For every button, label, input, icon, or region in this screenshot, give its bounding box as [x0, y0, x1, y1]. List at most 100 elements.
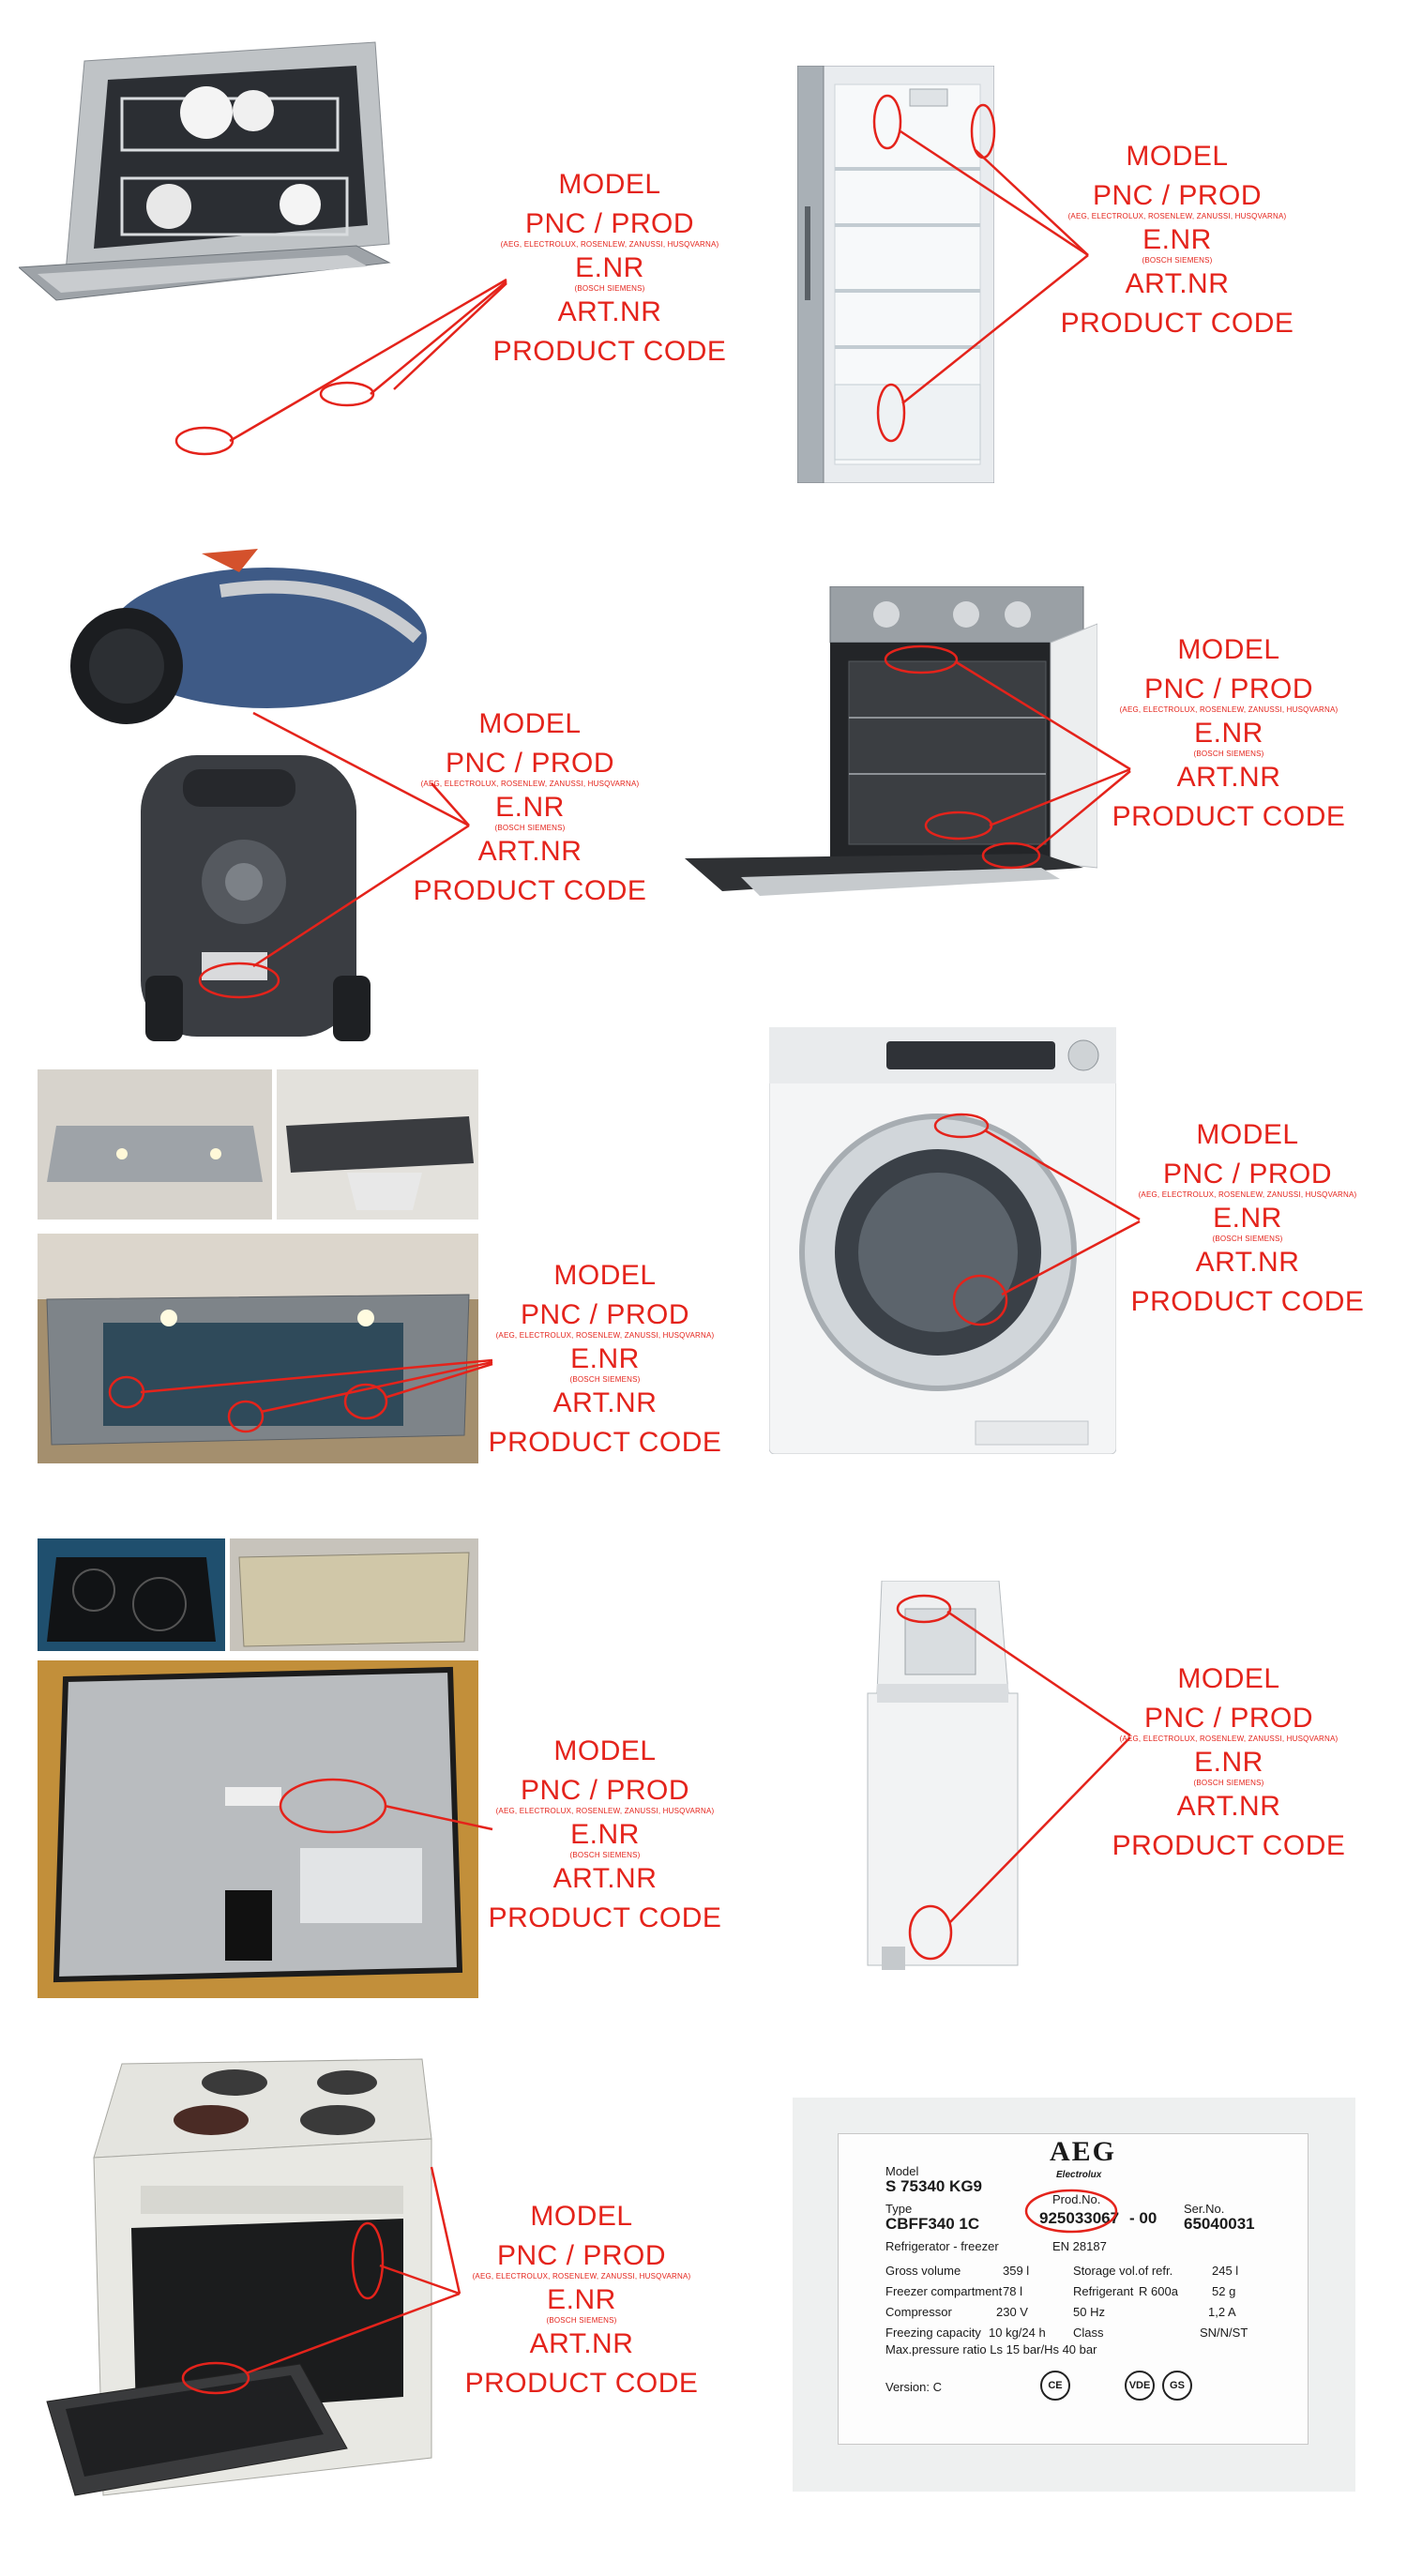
callout-pnc: PNC / PROD: [1143, 674, 1314, 705]
prod-value: 925033067: [1039, 2209, 1120, 2227]
callout-hob: MODEL PNC / PROD (AEG, ELECTROLUX, ROSEN…: [464, 1737, 746, 1932]
vde-mark: VDE: [1125, 2371, 1155, 2401]
callout-enr: E.NR: [570, 1819, 640, 1850]
callout-model: MODEL: [478, 708, 582, 739]
callout-enr: E.NR: [495, 792, 565, 823]
callout-cooker-hood: MODEL PNC / PROD (AEG, ELECTROLUX, ROSEN…: [464, 1262, 746, 1457]
callout-artnr: ART.NR: [1176, 762, 1281, 793]
model-label: Model: [885, 2164, 919, 2178]
electric-cooker-photo: [38, 2054, 450, 2505]
callout-refrigerator: MODEL PNC / PROD (AEG, ELECTROLUX, ROSEN…: [1036, 143, 1318, 338]
callout-model: MODEL: [558, 169, 661, 200]
callout-product-code: PRODUCT CODE: [1112, 1830, 1346, 1861]
callout-pnc-brands: (AEG, ELECTROLUX, ROSENLEW, ZANUSSI, HUS…: [1067, 212, 1287, 220]
refrigerant-amount: 52 g: [1212, 2284, 1236, 2298]
storage-value: 245 l: [1212, 2264, 1239, 2278]
callout-model: MODEL: [553, 1735, 657, 1766]
callout-enr: E.NR: [1194, 718, 1263, 749]
callout-pnc-brands: (AEG, ELECTROLUX, ROSENLEW, ZANUSSI, HUS…: [495, 1331, 715, 1340]
callout-enr: E.NR: [1213, 1203, 1282, 1234]
callout-product-code: PRODUCT CODE: [488, 1427, 722, 1458]
callout-vacuum: MODEL PNC / PROD (AEG, ELECTROLUX, ROSEN…: [389, 710, 671, 905]
freezing-label: Freezing capacity: [885, 2326, 981, 2340]
callout-enr: E.NR: [547, 2284, 616, 2315]
callout-product-code: PRODUCT CODE: [1060, 308, 1294, 339]
callout-enr-brands: (BOSCH SIEMENS): [569, 1375, 641, 1384]
refrigerant-label: Refrigerant: [1073, 2284, 1134, 2298]
current: 1,2 A: [1208, 2305, 1236, 2319]
freezing-value: 10 kg/24 h: [989, 2326, 1046, 2340]
freezer-label: Freezer compartment: [885, 2284, 1003, 2298]
callout-model: MODEL: [530, 2201, 633, 2232]
gross-value: 359 l: [1003, 2264, 1030, 2278]
callout-enr-brands: (BOSCH SIEMENS): [1142, 256, 1213, 265]
front-load-washer-photo: [768, 1026, 1117, 1455]
callout-product-code: PRODUCT CODE: [413, 875, 647, 906]
callout-electric-cooker: MODEL PNC / PROD (AEG, ELECTROLUX, ROSEN…: [441, 2203, 722, 2398]
callout-product-code: PRODUCT CODE: [1130, 1286, 1365, 1317]
callout-enr-brands: (BOSCH SIEMENS): [574, 284, 645, 293]
callout-model: MODEL: [1196, 1119, 1299, 1150]
top-load-washer-photo: [858, 1580, 1027, 1975]
category: Refrigerator - freezer: [885, 2239, 999, 2253]
callout-enr-brands: (BOSCH SIEMENS): [494, 824, 566, 832]
callout-artnr: ART.NR: [557, 296, 662, 327]
class-label: Class: [1073, 2326, 1104, 2340]
freezer-value: 78 l: [1003, 2284, 1022, 2298]
callout-pnc: PNC / PROD: [1162, 1159, 1333, 1190]
callout-front-washer: MODEL PNC / PROD (AEG, ELECTROLUX, ROSEN…: [1107, 1121, 1388, 1316]
callout-pnc: PNC / PROD: [1092, 180, 1263, 211]
callout-product-code: PRODUCT CODE: [492, 336, 727, 367]
model-value: S 75340 KG9: [885, 2177, 983, 2195]
built-in-oven-photo: [685, 585, 1098, 901]
prod-suffix: - 00: [1129, 2209, 1157, 2227]
voltage: 230 V: [996, 2305, 1028, 2319]
callout-dishwasher: MODEL PNC / PROD (AEG, ELECTROLUX, ROSEN…: [469, 171, 750, 366]
callout-enr-brands: (BOSCH SIEMENS): [546, 2316, 617, 2325]
standard: EN 28187: [1052, 2239, 1107, 2253]
vacuum-cleaner-photo: [61, 535, 436, 1041]
callout-model: MODEL: [1177, 1663, 1280, 1694]
callout-enr: E.NR: [1142, 224, 1212, 255]
type-value: CBFF340 1C: [885, 2215, 980, 2233]
callout-model: MODEL: [1126, 141, 1229, 172]
gross-label: Gross volume: [885, 2264, 961, 2278]
rating-plate-photo: Model S 75340 KG9 AEG Electrolux Type CB…: [793, 2098, 1355, 2492]
callout-pnc-brands: (AEG, ELECTROLUX, ROSENLEW, ZANUSSI, HUS…: [420, 780, 640, 788]
version: Version: C: [885, 2380, 942, 2394]
ce-mark: CE: [1040, 2371, 1070, 2401]
callout-enr-brands: (BOSCH SIEMENS): [569, 1851, 641, 1859]
callout-pnc: PNC / PROD: [496, 2240, 667, 2271]
frequency: 50 Hz: [1073, 2305, 1105, 2319]
callout-enr-brands: (BOSCH SIEMENS): [1193, 1779, 1264, 1787]
ser-label: Ser.No.: [1184, 2202, 1225, 2216]
callout-artnr: ART.NR: [529, 2328, 634, 2359]
dishwasher-photo: [17, 38, 413, 310]
refrigerator-photo: [796, 65, 995, 484]
callout-pnc: PNC / PROD: [1143, 1703, 1314, 1734]
pressure: Max.pressure ratio Ls 15 bar/Hs 40 bar: [885, 2342, 1097, 2356]
callout-enr-brands: (BOSCH SIEMENS): [1212, 1235, 1283, 1243]
callout-enr-brands: (BOSCH SIEMENS): [1193, 750, 1264, 758]
callout-artnr: ART.NR: [477, 836, 582, 867]
callout-enr: E.NR: [575, 252, 644, 283]
cooker-hood-photo: [38, 1069, 478, 1463]
callout-pnc-brands: (AEG, ELECTROLUX, ROSENLEW, ZANUSSI, HUS…: [495, 1807, 715, 1815]
callout-pnc-brands: (AEG, ELECTROLUX, ROSENLEW, ZANUSSI, HUS…: [500, 240, 719, 249]
callout-pnc-brands: (AEG, ELECTROLUX, ROSENLEW, ZANUSSI, HUS…: [1138, 1190, 1357, 1199]
callout-artnr: ART.NR: [1195, 1247, 1300, 1278]
rating-plate: Model S 75340 KG9 AEG Electrolux Type CB…: [838, 2133, 1309, 2445]
callout-model: MODEL: [553, 1260, 657, 1291]
callout-oven: MODEL PNC / PROD (AEG, ELECTROLUX, ROSEN…: [1088, 636, 1369, 831]
callout-product-code: PRODUCT CODE: [1112, 801, 1346, 832]
ser-value: 65040031: [1184, 2215, 1255, 2233]
callout-pnc: PNC / PROD: [524, 208, 695, 239]
callout-pnc-brands: (AEG, ELECTROLUX, ROSENLEW, ZANUSSI, HUS…: [472, 2272, 691, 2281]
callout-artnr: ART.NR: [1176, 1791, 1281, 1822]
callout-product-code: PRODUCT CODE: [488, 1902, 722, 1933]
callout-top-washer: MODEL PNC / PROD (AEG, ELECTROLUX, ROSEN…: [1088, 1665, 1369, 1860]
callout-artnr: ART.NR: [552, 1387, 658, 1418]
callout-model: MODEL: [1177, 634, 1280, 665]
ceramic-hob-photo: [38, 1538, 478, 1998]
callout-pnc: PNC / PROD: [445, 748, 615, 779]
